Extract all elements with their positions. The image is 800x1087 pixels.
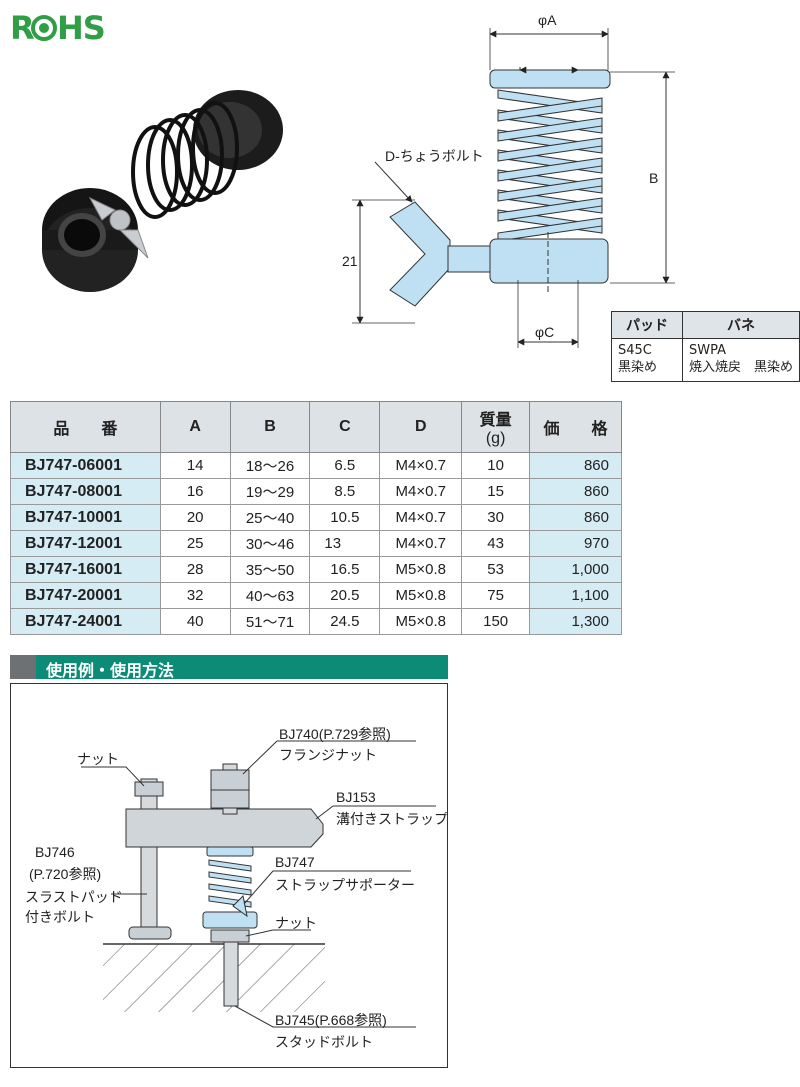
cell-b: 25～40 — [229, 504, 311, 531]
cell-d: M4×0.7 — [379, 504, 463, 531]
material-pad: S45C 黒染め — [611, 338, 683, 382]
cell-price: 1,300 — [529, 608, 622, 635]
table-row: BJ747-12001 25 30～46 13 M4×0.7 43 970 — [10, 530, 622, 557]
label-b: B — [649, 170, 659, 186]
header-d: D — [379, 401, 463, 453]
cell-mass: 10 — [461, 452, 531, 479]
cell-part-no: BJ747-20001 — [10, 582, 161, 609]
table-row: BJ747-24001 40 51～71 24.5 M5×0.8 150 1,3… — [10, 608, 622, 635]
svg-text:R: R — [10, 9, 34, 44]
cell-d: M5×0.8 — [379, 556, 463, 583]
label-grooved-strap: 溝付きストラップ — [336, 811, 448, 827]
cell-mass: 150 — [461, 608, 531, 635]
cell-a: 28 — [159, 556, 231, 583]
cell-d: M4×0.7 — [379, 452, 463, 479]
label-stud-bolt: スタッドボルト — [275, 1034, 373, 1050]
usage-illustration: ナット BJ740(P.729参照) フランジナット BJ153 溝付きストラッ… — [10, 683, 448, 1068]
usage-section-header: 使用例・使用方法 — [10, 655, 448, 680]
cell-part-no: BJ747-06001 — [10, 452, 161, 479]
material-table: パッド バネ S45C 黒染め SWPA 焼入焼戻 黒染め — [611, 311, 800, 382]
label-bj746-ref: (P.720参照) — [29, 866, 102, 882]
material-header-pad: パッド — [611, 311, 683, 339]
label-bj153: BJ153 — [336, 789, 376, 805]
cell-d: M4×0.7 — [379, 530, 463, 557]
cell-a: 14 — [159, 452, 231, 479]
header-b: B — [229, 401, 311, 453]
svg-text:HS: HS — [57, 9, 105, 44]
cell-mass: 15 — [461, 478, 531, 505]
cell-price: 860 — [529, 452, 622, 479]
cell-price: 1,000 — [529, 556, 622, 583]
table-row: BJ747-20001 32 40～63 20.5 M5×0.8 75 1,10… — [10, 582, 622, 609]
cell-part-no: BJ747-10001 — [10, 504, 161, 531]
cell-b: 18～26 — [229, 452, 311, 479]
table-row: BJ747-08001 16 19～29 8.5 M4×0.7 15 860 — [10, 478, 622, 505]
cell-price: 970 — [529, 530, 622, 557]
label-flange-nut: フランジナット — [279, 747, 377, 763]
cell-mass: 75 — [461, 582, 531, 609]
cell-d: M5×0.8 — [379, 608, 463, 635]
spec-header-row: 品 番 A B C D 質量 (g) 価 格 — [10, 401, 622, 453]
cell-a: 16 — [159, 478, 231, 505]
cell-c: 13 — [309, 530, 381, 557]
cell-a: 40 — [159, 608, 231, 635]
section-header-bar — [10, 655, 36, 679]
product-photo — [30, 80, 290, 320]
label-d-bolt: D-ちょうボルト — [385, 148, 484, 164]
cell-price: 1,100 — [529, 582, 622, 609]
usage-section-title: 使用例・使用方法 — [46, 661, 175, 680]
cell-c: 16.5 — [309, 556, 381, 583]
cell-mass: 30 — [461, 504, 531, 531]
cell-part-no: BJ747-08001 — [10, 478, 161, 505]
material-spring: SWPA 焼入焼戻 黒染め — [681, 338, 800, 382]
cell-b: 19～29 — [229, 478, 311, 505]
header-mass: 質量 (g) — [461, 401, 531, 453]
label-strap-supporter: ストラップサポーター — [275, 877, 415, 893]
label-bolt: 付きボルト — [25, 909, 95, 925]
cell-c: 10.5 — [309, 504, 381, 531]
cell-c: 6.5 — [309, 452, 381, 479]
cell-b: 51～71 — [229, 608, 311, 635]
header-a: A — [159, 401, 231, 453]
header-c: C — [309, 401, 381, 453]
label-bj746: BJ746 — [35, 844, 75, 860]
cell-price: 860 — [529, 478, 622, 505]
cell-a: 25 — [159, 530, 231, 557]
label-phi-c: φC — [535, 324, 555, 340]
label-nut-top: ナット — [77, 751, 119, 767]
cell-price: 860 — [529, 504, 622, 531]
label-phi-a: φA — [538, 12, 557, 28]
cell-c: 24.5 — [309, 608, 381, 635]
label-bj740-ref: BJ740(P.729参照) — [279, 726, 391, 742]
table-row: BJ747-06001 14 18～26 6.5 M4×0.7 10 860 — [10, 452, 622, 479]
cell-b: 35～50 — [229, 556, 311, 583]
rohs-logo: R HS — [10, 8, 110, 47]
label-thrust-pad: スラストパッド — [25, 889, 123, 905]
cell-c: 20.5 — [309, 582, 381, 609]
cell-a: 32 — [159, 582, 231, 609]
cell-b: 30～46 — [229, 530, 311, 557]
cell-part-no: BJ747-12001 — [10, 530, 161, 557]
header-part-no: 品 番 — [10, 401, 161, 453]
header-price: 価 格 — [529, 401, 622, 453]
cell-d: M4×0.7 — [379, 478, 463, 505]
spec-table: 品 番 A B C D 質量 (g) 価 格 BJ747-06001 14 18… — [10, 401, 622, 635]
cell-mass: 53 — [461, 556, 531, 583]
material-header-spring: バネ — [681, 311, 800, 339]
cell-d: M5×0.8 — [379, 582, 463, 609]
table-row: BJ747-16001 28 35～50 16.5 M5×0.8 53 1,00… — [10, 556, 622, 583]
technical-drawing: φA φC B 21 D-ちょうボルト — [330, 10, 690, 355]
cell-mass: 43 — [461, 530, 531, 557]
label-bj745-ref: BJ745(P.668参照) — [275, 1012, 387, 1028]
label-nut-bottom: ナット — [275, 915, 317, 931]
cell-part-no: BJ747-24001 — [10, 608, 161, 635]
label-bj747: BJ747 — [275, 854, 315, 870]
table-row: BJ747-10001 20 25～40 10.5 M4×0.7 30 860 — [10, 504, 622, 531]
cell-c: 8.5 — [309, 478, 381, 505]
cell-b: 40～63 — [229, 582, 311, 609]
cell-a: 20 — [159, 504, 231, 531]
cell-part-no: BJ747-16001 — [10, 556, 161, 583]
label-21: 21 — [342, 253, 358, 269]
